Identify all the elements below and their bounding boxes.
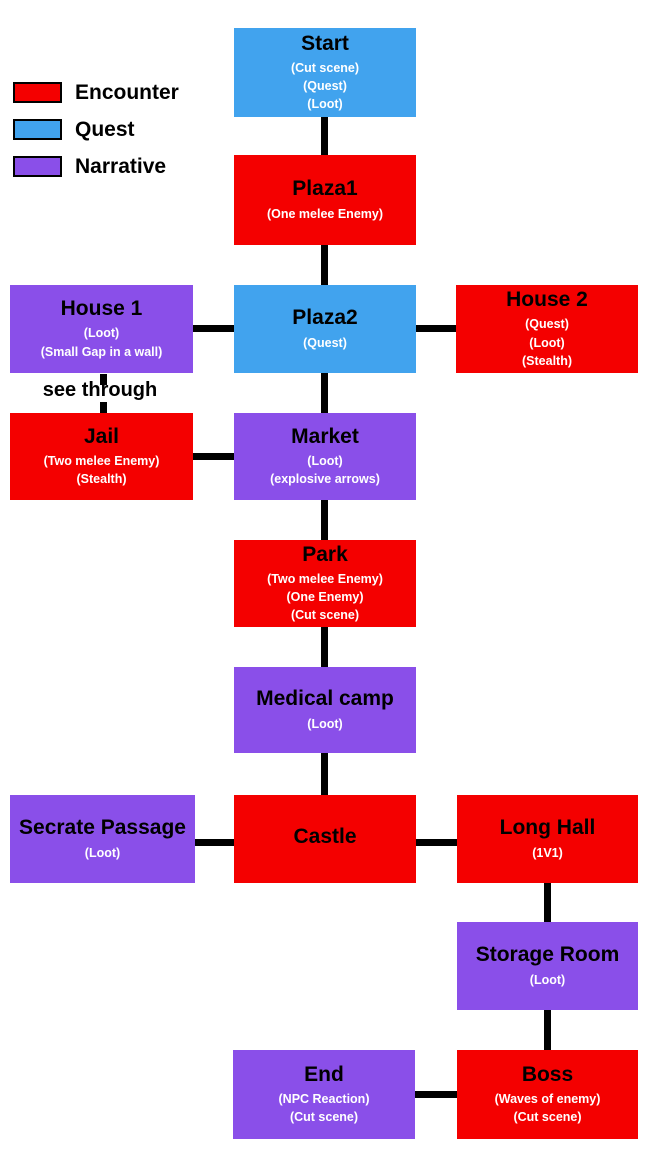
edge-storage-boss	[544, 1010, 551, 1050]
node-jail: Jail (Two melee Enemy) (Stealth)	[10, 413, 193, 500]
node-house2: House 2 (Quest) (Loot) (Stealth)	[456, 285, 638, 373]
node-subtitle: (NPC Reaction)	[278, 1091, 370, 1106]
edge-medical-castle	[321, 753, 328, 795]
node-subtitle: (explosive arrows)	[270, 472, 380, 487]
node-subtitle: (Stealth)	[76, 472, 127, 487]
node-secrate-passage: Secrate Passage (Loot)	[10, 795, 195, 883]
node-subtitle: (Cut scene)	[513, 1110, 582, 1125]
node-title: Jail	[83, 424, 120, 448]
node-subtitle: (Loot)	[84, 845, 121, 860]
node-title: Medical camp	[256, 687, 394, 711]
node-title: Castle	[293, 825, 357, 849]
node-long-hall: Long Hall (1V1)	[457, 795, 638, 883]
node-boss: Boss (Waves of enemy) (Cut scene)	[457, 1050, 638, 1139]
node-title: House 1	[60, 297, 143, 321]
node-park: Park (Two melee Enemy) (One Enemy) (Cut …	[234, 540, 416, 627]
edge-castle-longhall	[416, 839, 457, 846]
node-end: End (NPC Reaction) (Cut scene)	[233, 1050, 415, 1139]
node-title: House 2	[506, 288, 588, 312]
node-title: Park	[302, 542, 348, 566]
node-start: Start (Cut scene) (Quest) (Loot)	[234, 28, 416, 117]
node-subtitle: (Quest)	[525, 317, 569, 332]
node-market: Market (Loot) (explosive arrows)	[234, 413, 416, 500]
node-castle: Castle	[234, 795, 416, 883]
node-medical-camp: Medical camp (Loot)	[234, 667, 416, 753]
node-subtitle: (Loot)	[83, 326, 120, 341]
legend-item-narrative: Narrative	[13, 156, 166, 177]
node-subtitle: (Quest)	[303, 335, 347, 350]
node-title: Market	[291, 424, 359, 448]
node-plaza2: Plaza2 (Quest)	[234, 285, 416, 373]
edge-plaza2-market	[321, 373, 328, 413]
legend-label: Quest	[75, 118, 135, 141]
edge-jail-market	[193, 453, 234, 460]
node-subtitle: (Small Gap in a wall)	[40, 344, 163, 359]
node-subtitle: (Loot)	[307, 453, 343, 468]
see-through-label: see through	[42, 379, 158, 401]
legend-label: Encounter	[75, 81, 179, 104]
legend-label: Narrative	[75, 155, 167, 178]
node-title: Long Hall	[499, 816, 596, 840]
narrative-color-swatch	[13, 156, 62, 177]
node-subtitle: (1V1)	[532, 845, 563, 860]
edge-house1-jail-dash-top	[100, 374, 107, 385]
edge-longhall-storage	[544, 883, 551, 922]
node-subtitle: (Two melee Enemy)	[43, 453, 160, 468]
node-subtitle: (Loot)	[307, 716, 343, 731]
node-title: Secrate Passage	[19, 816, 186, 840]
node-subtitle: (Loot)	[307, 97, 343, 112]
node-title: Start	[301, 31, 349, 55]
node-subtitle: (Cut scene)	[290, 608, 360, 623]
node-house1: House 1 (Loot) (Small Gap in a wall)	[10, 285, 193, 373]
node-title: Storage Room	[475, 943, 620, 967]
node-subtitle: (Cut scene)	[289, 1110, 359, 1125]
node-title: End	[304, 1062, 344, 1086]
edge-market-park	[321, 500, 328, 540]
edge-park-medical	[321, 627, 328, 667]
node-subtitle: (Quest)	[303, 79, 347, 93]
node-plaza1: Plaza1 (One melee Enemy)	[234, 155, 416, 245]
legend-item-quest: Quest	[13, 119, 135, 140]
edge-plaza1-plaza2	[321, 245, 328, 285]
node-title: Plaza2	[292, 306, 358, 330]
node-subtitle: (One melee Enemy)	[266, 206, 383, 221]
node-subtitle: (Two melee Enemy)	[267, 571, 383, 586]
node-subtitle: (Stealth)	[522, 353, 572, 368]
node-title: Plaza1	[292, 177, 358, 201]
edge-house1-jail-dash-bottom	[100, 402, 107, 413]
edge-plaza2-house2	[416, 325, 457, 332]
encounter-color-swatch	[13, 82, 62, 103]
node-subtitle: (Waves of enemy)	[494, 1091, 601, 1106]
node-subtitle: (One Enemy)	[286, 590, 364, 604]
edge-end-boss	[415, 1091, 457, 1098]
node-subtitle: (Cut scene)	[290, 60, 360, 75]
edge-start-plaza1	[321, 117, 328, 155]
node-storage-room: Storage Room (Loot)	[457, 922, 638, 1010]
node-subtitle: (Loot)	[529, 335, 565, 350]
edge-house1-plaza2	[193, 325, 234, 332]
edge-secrate-castle	[195, 839, 234, 846]
legend-item-encounter: Encounter	[13, 82, 179, 103]
node-title: Boss	[521, 1062, 574, 1086]
node-subtitle: (Loot)	[529, 972, 566, 987]
quest-color-swatch	[13, 119, 62, 140]
